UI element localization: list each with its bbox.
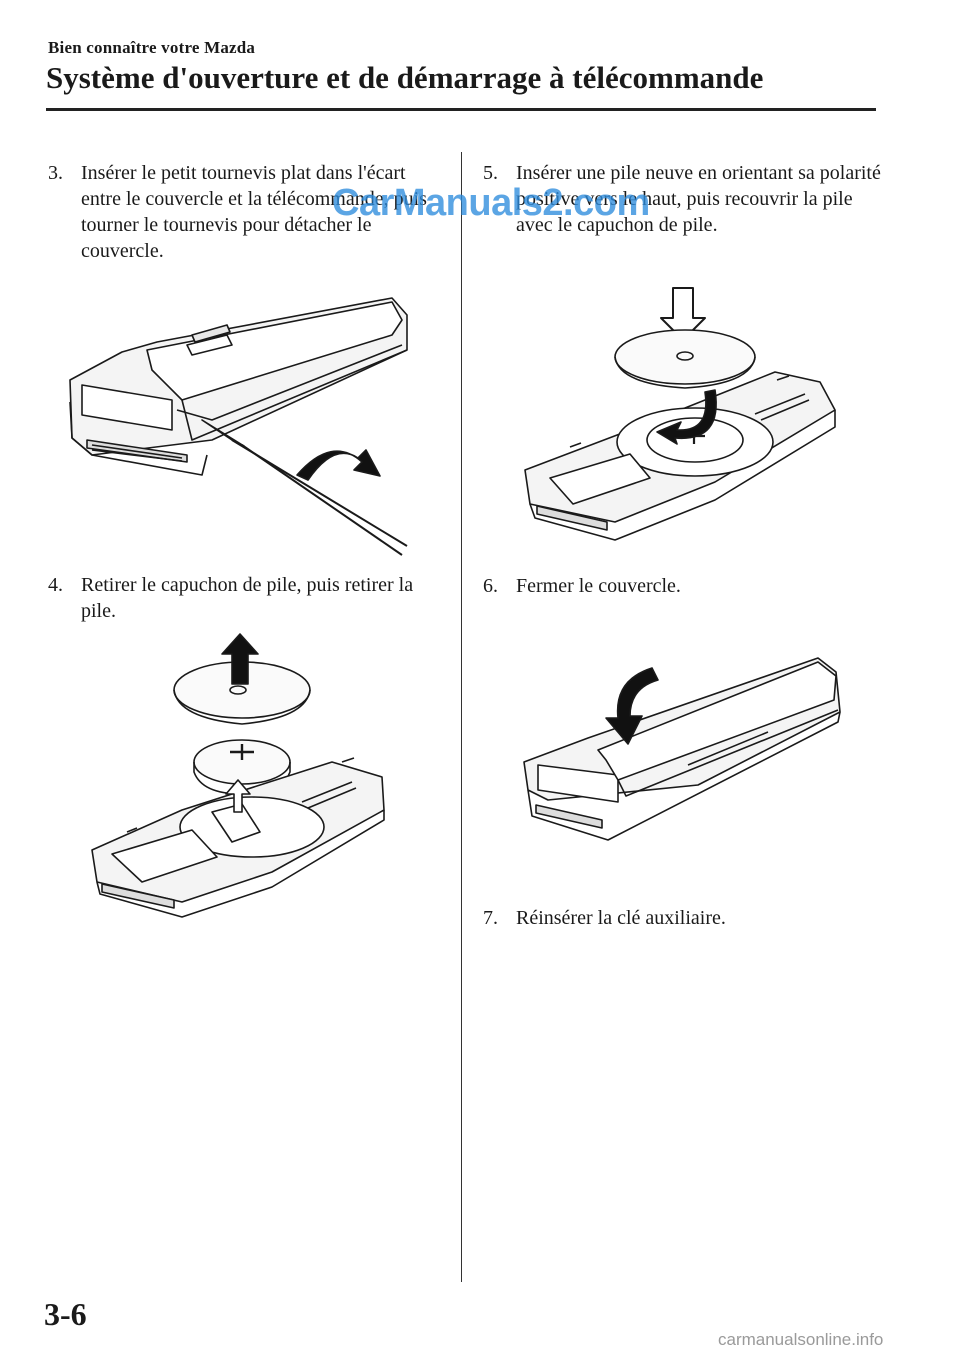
step-text: Réinsérer la clé auxiliaire. — [516, 907, 726, 929]
watermark: CarManuals2.com — [332, 182, 650, 224]
step-7: 7. Réinsérer la clé auxiliaire. — [483, 905, 883, 931]
page-number: 3-6 — [44, 1296, 87, 1332]
step-text: Insérer une pile neuve en orientant sa p… — [516, 162, 881, 236]
step-number: 7. — [483, 907, 498, 929]
step-5: 5. Insérer une pile neuve en orientant s… — [483, 160, 883, 238]
footer-brand: carmanualsonline.info — [718, 1330, 884, 1349]
step-number: 4. — [48, 574, 63, 596]
step-number: 3. — [48, 162, 63, 184]
step-text: Insérer le petit tournevis plat dans l'é… — [81, 162, 427, 262]
step-text: Retirer le capuchon de pile, puis retire… — [81, 574, 414, 622]
title-rule — [46, 108, 876, 111]
step-number: 6. — [483, 575, 498, 597]
section-label: Bien connaître votre Mazda — [48, 38, 256, 57]
step-4: 4. Retirer le capuchon de pile, puis ret… — [48, 572, 448, 624]
step-6: 6. Fermer le couvercle. — [483, 573, 883, 599]
step-text: Fermer le couvercle. — [516, 575, 681, 597]
page-title: Système d'ouverture et de démarrage à té… — [46, 60, 764, 95]
column-divider — [461, 152, 462, 1282]
battery-removal-illustration — [82, 632, 392, 922]
step-number: 5. — [483, 162, 498, 184]
battery-insertion-illustration — [515, 282, 845, 544]
cover-closing-illustration — [518, 650, 848, 848]
step-3: 3. Insérer le petit tournevis plat dans … — [48, 160, 448, 264]
screwdriver-opening-illustration — [62, 290, 412, 560]
